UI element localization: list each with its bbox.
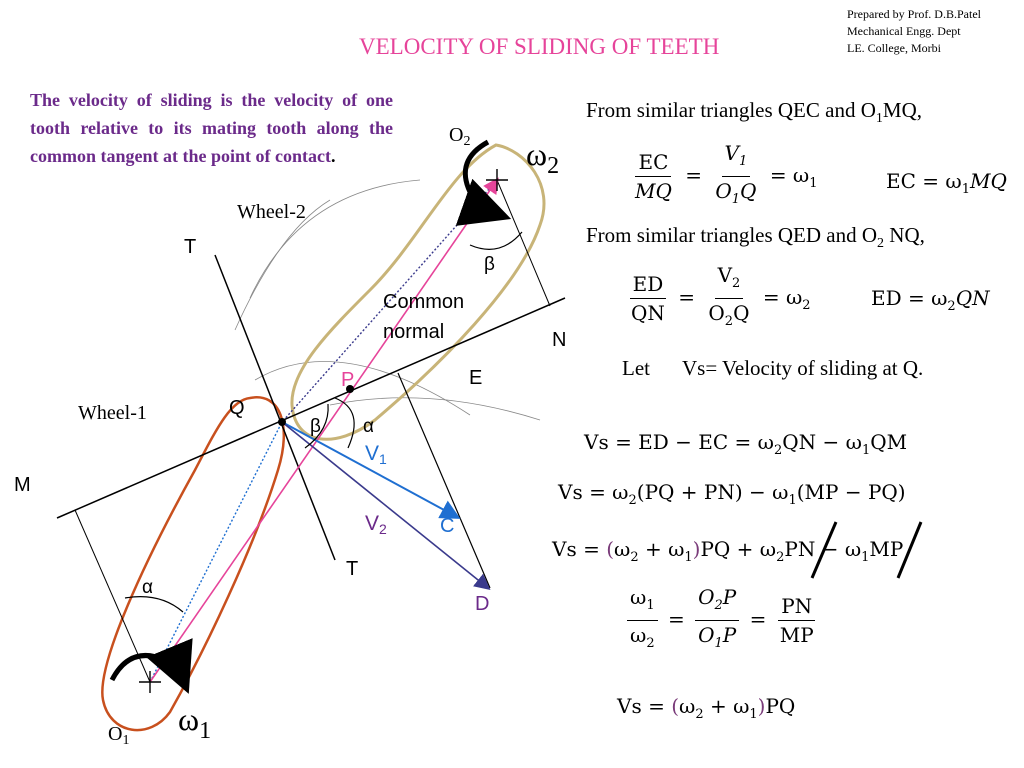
equation-1b: EC = ω1MQ [886, 169, 1007, 197]
label-v1: V1 [365, 442, 387, 467]
pitch-arc-wheel1 [234, 199, 331, 331]
line-of-centres [149, 177, 499, 683]
intro-main: The velocity of sliding is the velocity … [30, 90, 393, 166]
label-m: M [14, 474, 31, 496]
cancel-stroke-mp [896, 521, 923, 579]
label-omega2: ω2 [526, 136, 559, 179]
addendum-arc-1 [254, 361, 471, 416]
beta-arc-o2 [469, 231, 523, 250]
credit: Prepared by Prof. D.B.Patel Mechanical E… [847, 6, 981, 57]
pitch-arc-wheel2 [249, 179, 421, 299]
label-alpha-q: α [363, 416, 374, 437]
wheel2-outline [290, 143, 546, 441]
label-o1: O1 [108, 723, 129, 748]
label-q: Q [229, 397, 245, 419]
similar-triangles-2: From similar triangles QED and O2 NQ, [586, 223, 925, 252]
credit-line-1: Prepared by Prof. D.B.Patel [847, 7, 981, 21]
v2-vector [281, 421, 491, 591]
equation-3: Vs = ED − EC = ω2QN − ω1QM [584, 430, 908, 458]
addendum-arc-2 [329, 397, 541, 421]
intro-end: . [330, 146, 336, 166]
equation-7: Vs = (ω2 + ω1)PQ [617, 694, 796, 722]
label-n: N [552, 329, 566, 351]
credit-line-3: LE. College, Morbi [847, 41, 941, 55]
label-common: Common [383, 291, 464, 313]
label-c: C [440, 515, 454, 537]
perp-e-d [397, 372, 491, 589]
label-normal: normal [383, 321, 444, 343]
label-beta-q: β [310, 416, 321, 437]
common-normal-line [214, 254, 336, 561]
equation-5: Vs = (ω2 + ω1)PQ + ω2PN − ω1MP [552, 537, 904, 565]
beta-arc-q [304, 403, 329, 449]
similar-triangles-1: From similar triangles QEC and O1MQ, [586, 98, 922, 127]
common-tangent-line [56, 297, 566, 519]
label-beta-o2: β [484, 254, 495, 275]
alpha-arc-q [334, 397, 355, 449]
credit-line-2: Mechanical Engg. Dept [847, 24, 961, 38]
wheel1-outline [101, 396, 286, 732]
alpha-arc-o1 [124, 596, 184, 613]
v1-vector [281, 421, 461, 519]
rotation-arrow-wheel1 [109, 638, 193, 694]
label-v2: V2 [365, 512, 387, 537]
label-wheel2: Wheel-2 [237, 201, 306, 223]
intro-text: The velocity of sliding is the velocity … [30, 86, 393, 170]
rotation-arrow-wheel2 [455, 139, 512, 226]
point-p [346, 385, 354, 393]
perp-o1-m [74, 509, 151, 683]
point-q [278, 418, 286, 426]
cancel-stroke-pn [810, 521, 838, 579]
label-t-top: T [184, 236, 196, 258]
equation-2b: ED = ω2QN [871, 286, 990, 314]
label-e: E [469, 367, 482, 389]
label-omega1: ω1 [178, 701, 211, 744]
equation-4: Vs = ω2(PQ + PN) − ω1(MP − PQ) [558, 480, 906, 508]
slide-title: VELOCITY OF SLIDING OF TEETH [359, 34, 720, 59]
label-o2: O2 [449, 124, 470, 149]
label-alpha-o1: α [142, 577, 153, 598]
label-p: P [341, 369, 354, 391]
label-t-bottom: T [346, 558, 358, 580]
label-d: D [475, 593, 489, 615]
label-wheel1: Wheel-1 [78, 402, 147, 424]
